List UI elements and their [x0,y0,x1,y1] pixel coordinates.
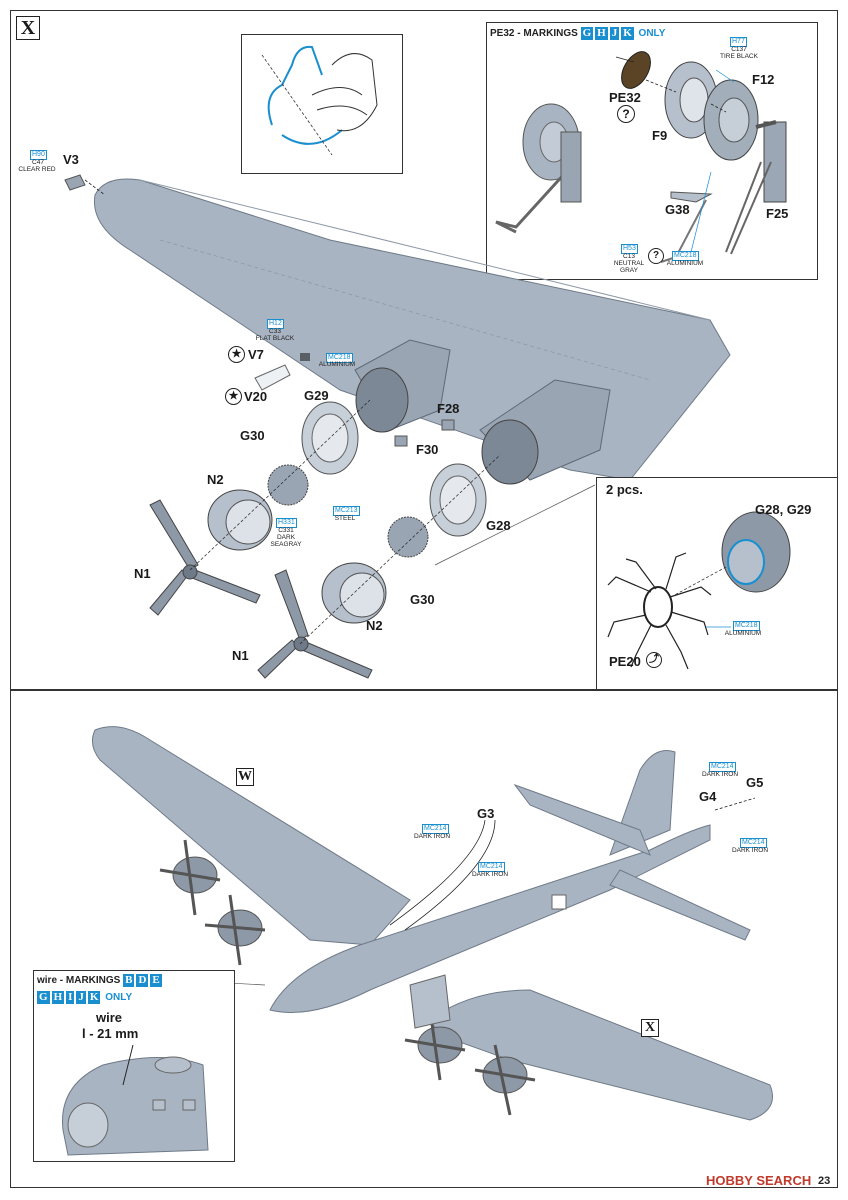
paint-color-c13: C13 [623,253,635,260]
part-v20: V20 [244,389,268,404]
question-icon: ? [617,105,635,123]
marking-h2: H [51,991,65,1004]
part-g30-left: G30 [240,428,265,443]
paint-color-c47: C47 [32,159,44,166]
paint-name-aluminium-wheel: ALUMINIUM [666,260,704,267]
paint-code-h331: H331 [276,518,297,528]
step-w-label: W [236,768,254,786]
paint-name-dark-seagray: DARK SEAGRAY [270,534,302,548]
part-v7: V7 [248,347,264,362]
marking-i2: I [66,991,75,1004]
part-f9: F9 [652,128,668,143]
marking-k2: K [87,991,101,1004]
paint-name-neutral-gray: NEUTRAL GRAY [613,260,645,274]
wing-drawing [64,174,731,679]
paint-code-h77: H77 [730,37,747,47]
paint-name-dark-iron-b: DARK IRON [471,871,509,878]
part-pe20: PE20 [609,654,641,669]
nose-drawing [62,1044,209,1156]
marking-j2: J [76,991,86,1004]
part-g30-right: G30 [410,592,435,607]
marking-j: J [609,27,620,40]
paint-color-c331: C331 [278,527,294,534]
paint-code-mc214-b: MC214 [478,862,505,872]
wire-label: wire [96,1010,123,1025]
cockpit-inset [241,34,403,174]
paint-name-dark-iron-a: DARK IRON [413,833,451,840]
paint-code-h53: H53 [621,244,638,254]
part-g38: G38 [665,202,690,217]
star-icon-v7: ★ [228,346,245,363]
paint-name-dark-iron-c: DARK IRON [701,771,739,778]
part-g28-g29: G28, G29 [755,502,812,517]
marking-k: K [621,27,634,40]
question-icon-2: ? [648,248,664,264]
marking-b: B [123,974,135,987]
part-n2-left: N2 [207,472,224,487]
part-f12: F12 [752,72,775,87]
wheel-markings-suffix: ONLY [638,28,666,39]
marking-g2: G [37,991,50,1004]
marking-d: D [136,974,149,987]
wire-markings-suffix: ONLY [105,992,133,1003]
paint-name-flat-black: FLAT BLACK [255,335,295,342]
wheel-drawing [495,51,787,263]
part-g28: G28 [486,518,511,533]
part-pe32: PE32 [609,90,641,105]
engine-qty: 2 pcs. [606,482,643,497]
part-n1-left: N1 [134,566,151,581]
paint-code-h12: H12 [267,319,284,329]
marking-h: H [595,27,608,40]
paint-code-mc218-engine: MC218 [733,621,760,631]
paint-code-mc218-wing: MC218 [326,353,353,363]
engine-drawing [607,511,791,670]
part-g4: G4 [699,789,717,804]
paint-code-mc214-d: MC214 [740,838,767,848]
part-f28: F28 [437,401,460,416]
part-n2-right: N2 [366,618,383,633]
paint-name-steel: STEEL [334,515,356,522]
marking-e: E [150,974,162,987]
part-f30: F30 [416,442,439,457]
wheel-markings-prefix: PE32 - MARKINGS [490,28,578,39]
aircraft-drawing [79,726,773,1121]
paint-name-dark-iron-d: DARK IRON [731,847,769,854]
part-v3: V3 [63,152,79,167]
paint-name-clear-red: CLEAR RED [18,166,56,173]
paint-code-mc218-wheel: MC218 [672,251,699,261]
step-x-ref-label: X [641,1019,659,1037]
step-x-label: X [16,16,40,40]
paint-name-aluminium-engine: ALUMINIUM [724,630,762,637]
marking-g: G [580,27,594,40]
paint-color-c137: C137 [731,46,747,53]
part-g5: G5 [746,775,764,790]
paint-color-c33: C33 [269,328,281,335]
paint-code-h90: H90 [30,150,47,160]
paint-code-mc213: MC213 [333,506,360,516]
part-g29: G29 [304,388,329,403]
flip-arrow-icon: ⤴ [646,652,662,668]
wire-length: l - 21 mm [82,1026,139,1041]
part-g3: G3 [477,806,495,821]
part-n1-right: N1 [232,648,249,663]
star-icon-v20: ★ [225,388,242,405]
paint-name-aluminium-wing: ALUMINIUM [318,361,356,368]
paint-name-tire-black: TIRE BLACK [720,53,758,60]
wire-markings-prefix: wire - MARKINGS [37,975,121,986]
footer-brand: HOBBY SEARCH [706,1173,812,1188]
page-number: 23 [818,1175,831,1187]
part-f25: F25 [766,206,789,221]
paint-code-mc214-c: MC214 [709,762,736,772]
paint-code-mc214-a: MC214 [422,824,449,834]
cockpit-drawing [261,45,378,156]
